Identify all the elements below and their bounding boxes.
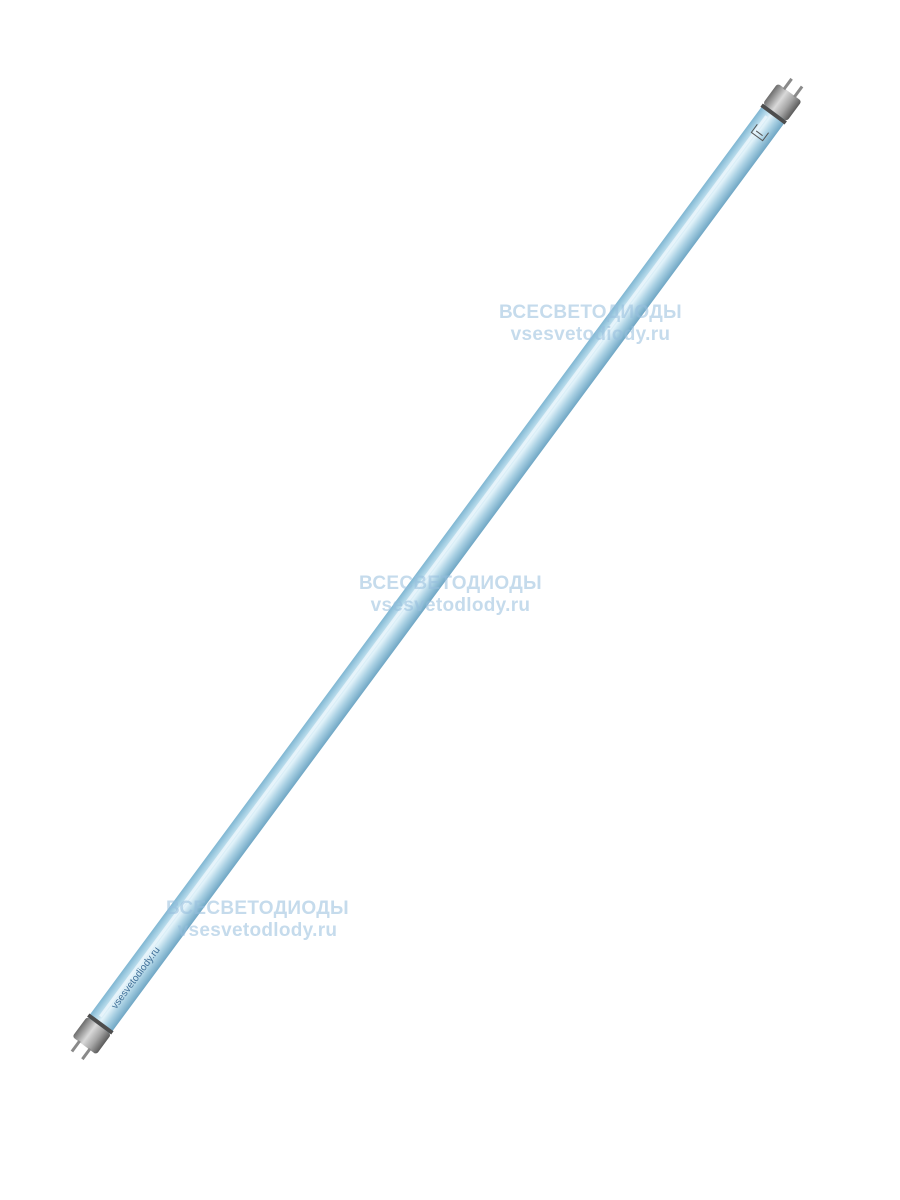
left-end-cap xyxy=(70,1013,114,1061)
left-pin xyxy=(81,1047,92,1061)
right-end-cap xyxy=(750,77,804,142)
tube-glass xyxy=(88,104,786,1034)
filament-icon xyxy=(750,124,769,142)
left-pin xyxy=(70,1040,81,1053)
right-pin xyxy=(793,85,804,98)
tube-highlight xyxy=(99,115,768,1018)
watermark: ВСЕСВЕТОДИОДЫ vsesvetodlody.ru xyxy=(145,898,370,942)
watermark-url: vsesvetodiody.ru xyxy=(510,324,671,345)
watermark: ВСЕСВЕТОДИОДЫ vsesvetodiody.ru xyxy=(478,302,703,346)
watermark-brand: ВСЕСВЕТОДИОДЫ xyxy=(359,573,542,594)
right-pin xyxy=(782,77,793,91)
watermark-url: vsesvetodlody.ru xyxy=(177,920,338,941)
watermark-brand: ВСЕСВЕТОДИОДЫ xyxy=(499,302,682,323)
watermark-url: vsesvetodlody.ru xyxy=(370,595,531,616)
watermark: ВСЕСВЕТОДИОДЫ vsesvetodlody.ru xyxy=(338,573,563,617)
watermark-brand: ВСЕСВЕТОДИОДЫ xyxy=(166,898,349,919)
